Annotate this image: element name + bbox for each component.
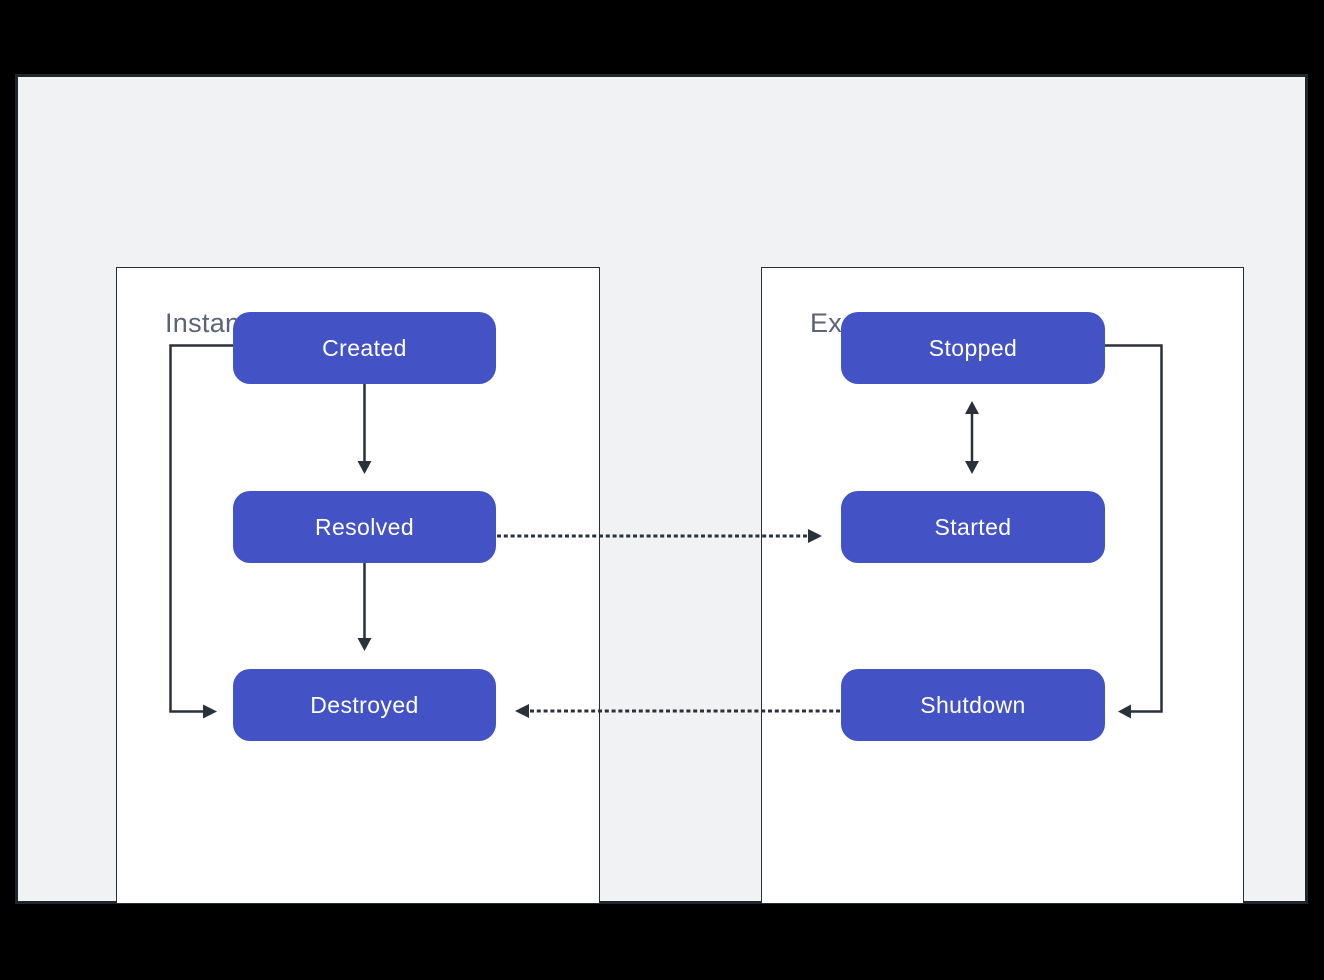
node-started: Started xyxy=(841,491,1105,563)
node-destroyed: Destroyed xyxy=(233,669,496,741)
diagram-canvas: Instance State Execution State xyxy=(15,74,1308,904)
node-resolved: Resolved xyxy=(233,491,496,563)
node-created: Created xyxy=(233,312,496,384)
node-stopped: Stopped xyxy=(841,312,1105,384)
node-shutdown: Shutdown xyxy=(841,669,1105,741)
